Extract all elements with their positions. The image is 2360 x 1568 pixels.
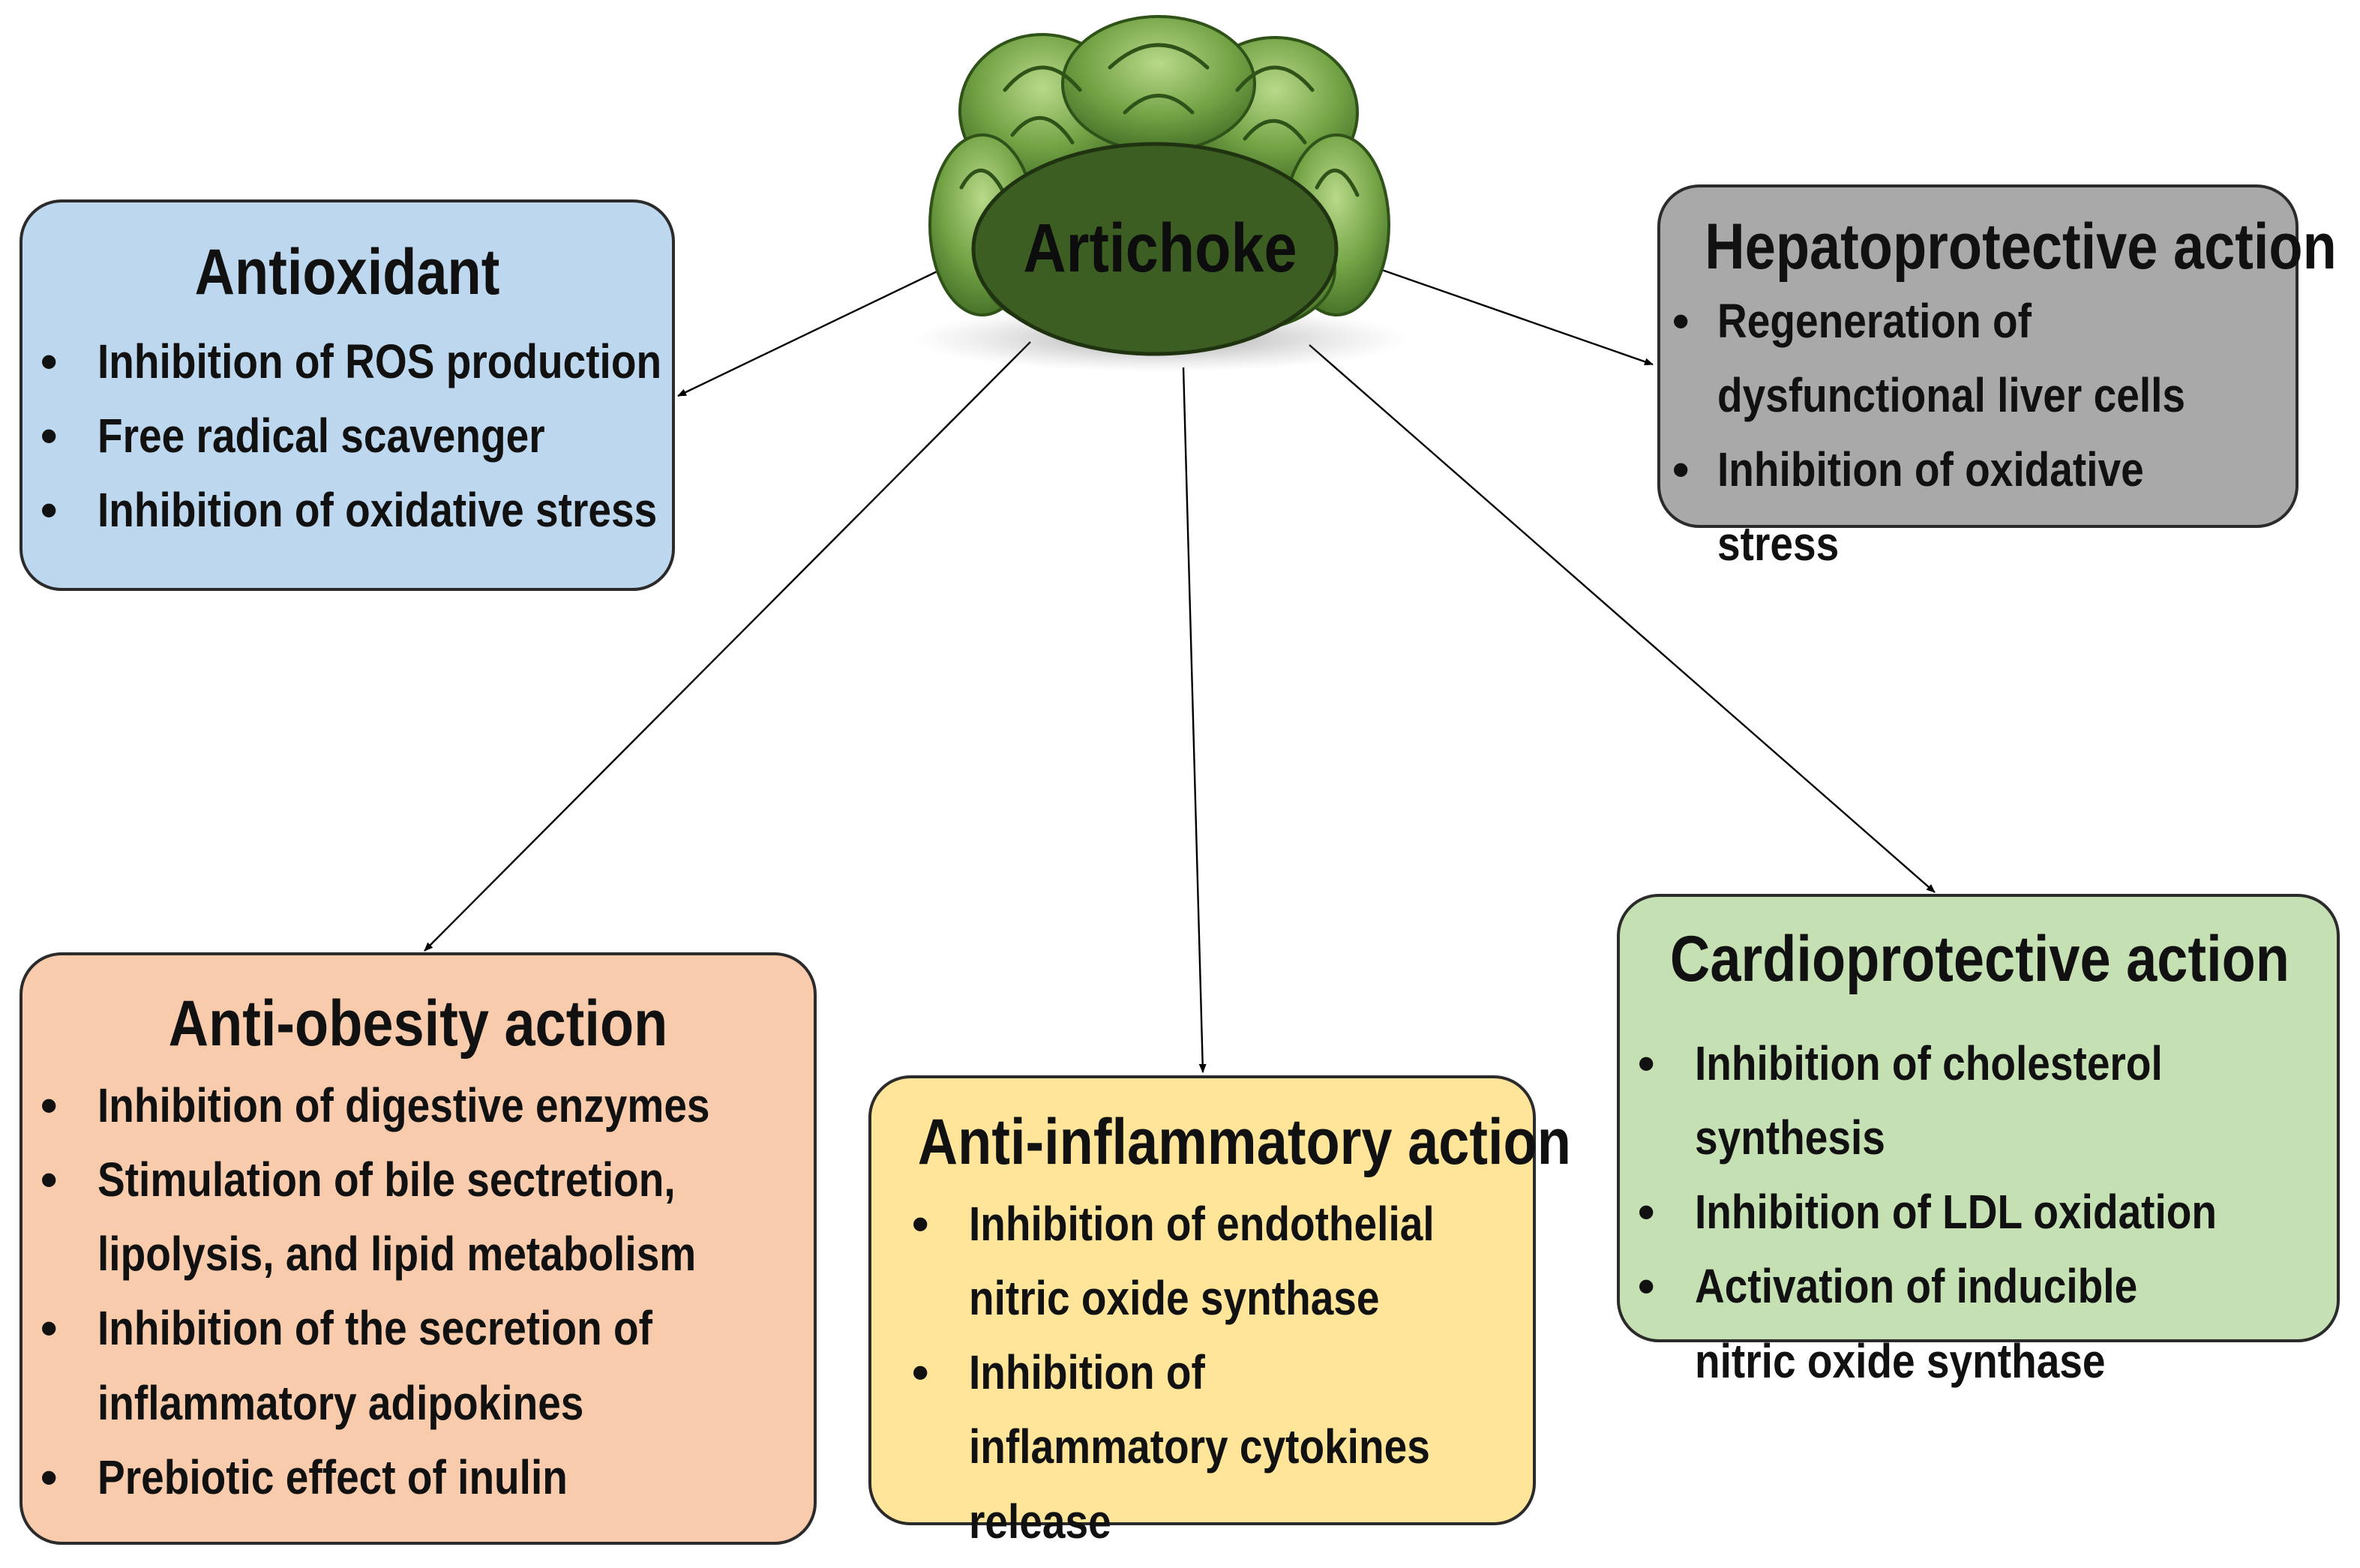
- antioxidant-box: Antioxidant Inhibition of ROS production…: [19, 199, 675, 591]
- artichoke-icon: Artichoke: [913, 15, 1408, 372]
- list-item: Inhibition of cholesterol synthesis: [1638, 1027, 2360, 1175]
- list-item: Inhibition of LDL oxidation: [1638, 1175, 2360, 1249]
- list-item: Inhibition of oxidative stress: [1672, 433, 2360, 581]
- list-item: Inhibition of endothelial nitric oxide s…: [912, 1187, 1449, 1336]
- anti-obesity-box: Anti-obesity action Inhibition of digest…: [19, 952, 817, 1545]
- anti-inflammatory-box: Anti-inflammatory action Inhibition of e…: [868, 1075, 1571, 1549]
- cardioprotective-list: Inhibition of cholesterol synthesis Inhi…: [1638, 1027, 2337, 1399]
- arrow-to-hepatoprotective: [1364, 262, 1654, 366]
- anti-obesity-title: Anti-obesity action: [168, 988, 668, 1060]
- anti-obesity-list: Inhibition of digestive enzymes Stimulat…: [40, 1069, 814, 1515]
- arrow-to-anti-obesity: [424, 341, 1031, 952]
- cardioprotective-title: Cardioprotective action: [1669, 923, 2290, 995]
- list-item: Prebiotic effect of inulin: [40, 1441, 922, 1515]
- artichoke-ellipse: [971, 142, 1339, 356]
- center-label: Artichoke: [1024, 209, 1297, 286]
- list-item: Inhibition of the secretion of inflammat…: [40, 1291, 667, 1440]
- antioxidant-title: Antioxidant: [194, 236, 500, 308]
- list-item: Inhibition of inflammatory cytokines rel…: [912, 1336, 1449, 1559]
- arrow-to-cardioprotective: [1309, 344, 1936, 893]
- list-item: Stimulation of bile sectretion, lipolysi…: [40, 1143, 840, 1291]
- hepatoprotective-title: Hepatoprotective action: [1705, 211, 2337, 283]
- anti-inflammatory-list: Inhibition of endothelial nitric oxide s…: [912, 1187, 1533, 1559]
- list-item: Inhibition of digestive enzymes: [40, 1069, 922, 1143]
- cardioprotective-box: Cardioprotective action Inhibition of ch…: [1617, 894, 2340, 1388]
- list-item: Activation of inducible nitric oxide syn…: [1638, 1249, 2235, 1398]
- anti-inflammatory-title: Anti-inflammatory action: [917, 1106, 1571, 1178]
- antioxidant-list: Inhibition of ROS production Free radica…: [40, 325, 672, 548]
- hepatoprotective-list: Regeneration of dysfunctional liver cell…: [1672, 284, 2296, 582]
- list-item: Inhibition of oxidative stress: [40, 473, 772, 547]
- hepatoprotective-box: Hepatoprotective action Regeneration of …: [1657, 184, 2337, 571]
- list-item: Inhibition of ROS production: [40, 325, 772, 399]
- list-item: Free radical scavenger: [40, 399, 772, 473]
- arrow-to-anti-inflammatory: [1182, 367, 1207, 1073]
- list-item: Regeneration of dysfunctional liver cell…: [1672, 284, 2257, 433]
